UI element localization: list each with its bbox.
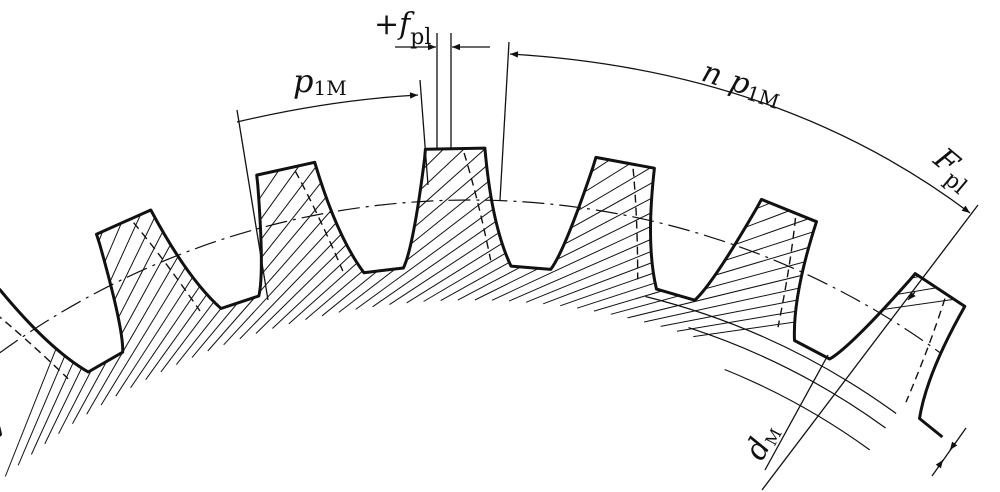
dm-subscript: M [761,425,785,448]
hatch-line [58,162,199,434]
fpl-subscript: pl [410,25,431,50]
np1m-arrow [509,51,971,214]
hatch-line [100,148,261,406]
dm-leader [764,354,829,471]
hatch-line [130,148,303,389]
hatch-line [423,148,687,302]
np1m-n: n [698,54,727,93]
hatch-line [255,148,474,334]
hatch-line [676,280,978,332]
hatch-line [145,148,324,380]
p1m-symbol: p [293,62,313,100]
hatch-line [30,177,158,455]
hatch-line [693,293,995,338]
nominal-flank [463,152,492,261]
hatch-line [321,148,560,317]
label-fpl: +fpl [374,7,431,50]
nominal-flank [133,222,201,312]
Fpl-extension [761,204,979,491]
hatch-line [239,148,452,340]
hatch-line [338,148,581,313]
dm-dim-line [931,427,967,477]
label-np1m: np1M [697,54,786,114]
pitch-circle [0,199,941,354]
hatch-line [272,148,495,329]
hatch-line [4,193,119,477]
hatch-line [355,148,602,310]
p1m-extension-right [419,79,429,186]
hatch-line [223,148,431,346]
np1m-subscript: 1M [743,81,782,114]
p1m-arrow [236,92,419,123]
root-circle-lines [645,295,897,451]
hatch-line [440,151,707,302]
np1m-extension [499,41,510,201]
nominal-flank [294,170,344,272]
dimension-lines [236,33,979,491]
p1m-subscript: 1M [313,76,346,100]
hatch-line [576,214,867,309]
p1m-extension-left [236,109,269,301]
label-p1m: p1M [293,62,347,100]
hatch-line [660,268,960,327]
hatch-line [474,164,749,301]
nominal-flank [905,298,946,403]
fpl-sign: + [374,7,399,42]
label-dm: dM [738,418,786,466]
section-hatching [4,148,995,477]
Fpl-arrow [907,291,916,301]
nominal-flank [777,217,797,328]
hatch-line [525,187,809,303]
label-Fpl: Fpl [922,141,981,200]
nominal-flank [632,168,639,280]
gear-teeth-outline [0,146,967,439]
hatch-line [627,245,924,319]
nominal-flank [0,316,69,380]
hatch-line [44,169,179,445]
nominal-flank-lines [0,152,946,403]
